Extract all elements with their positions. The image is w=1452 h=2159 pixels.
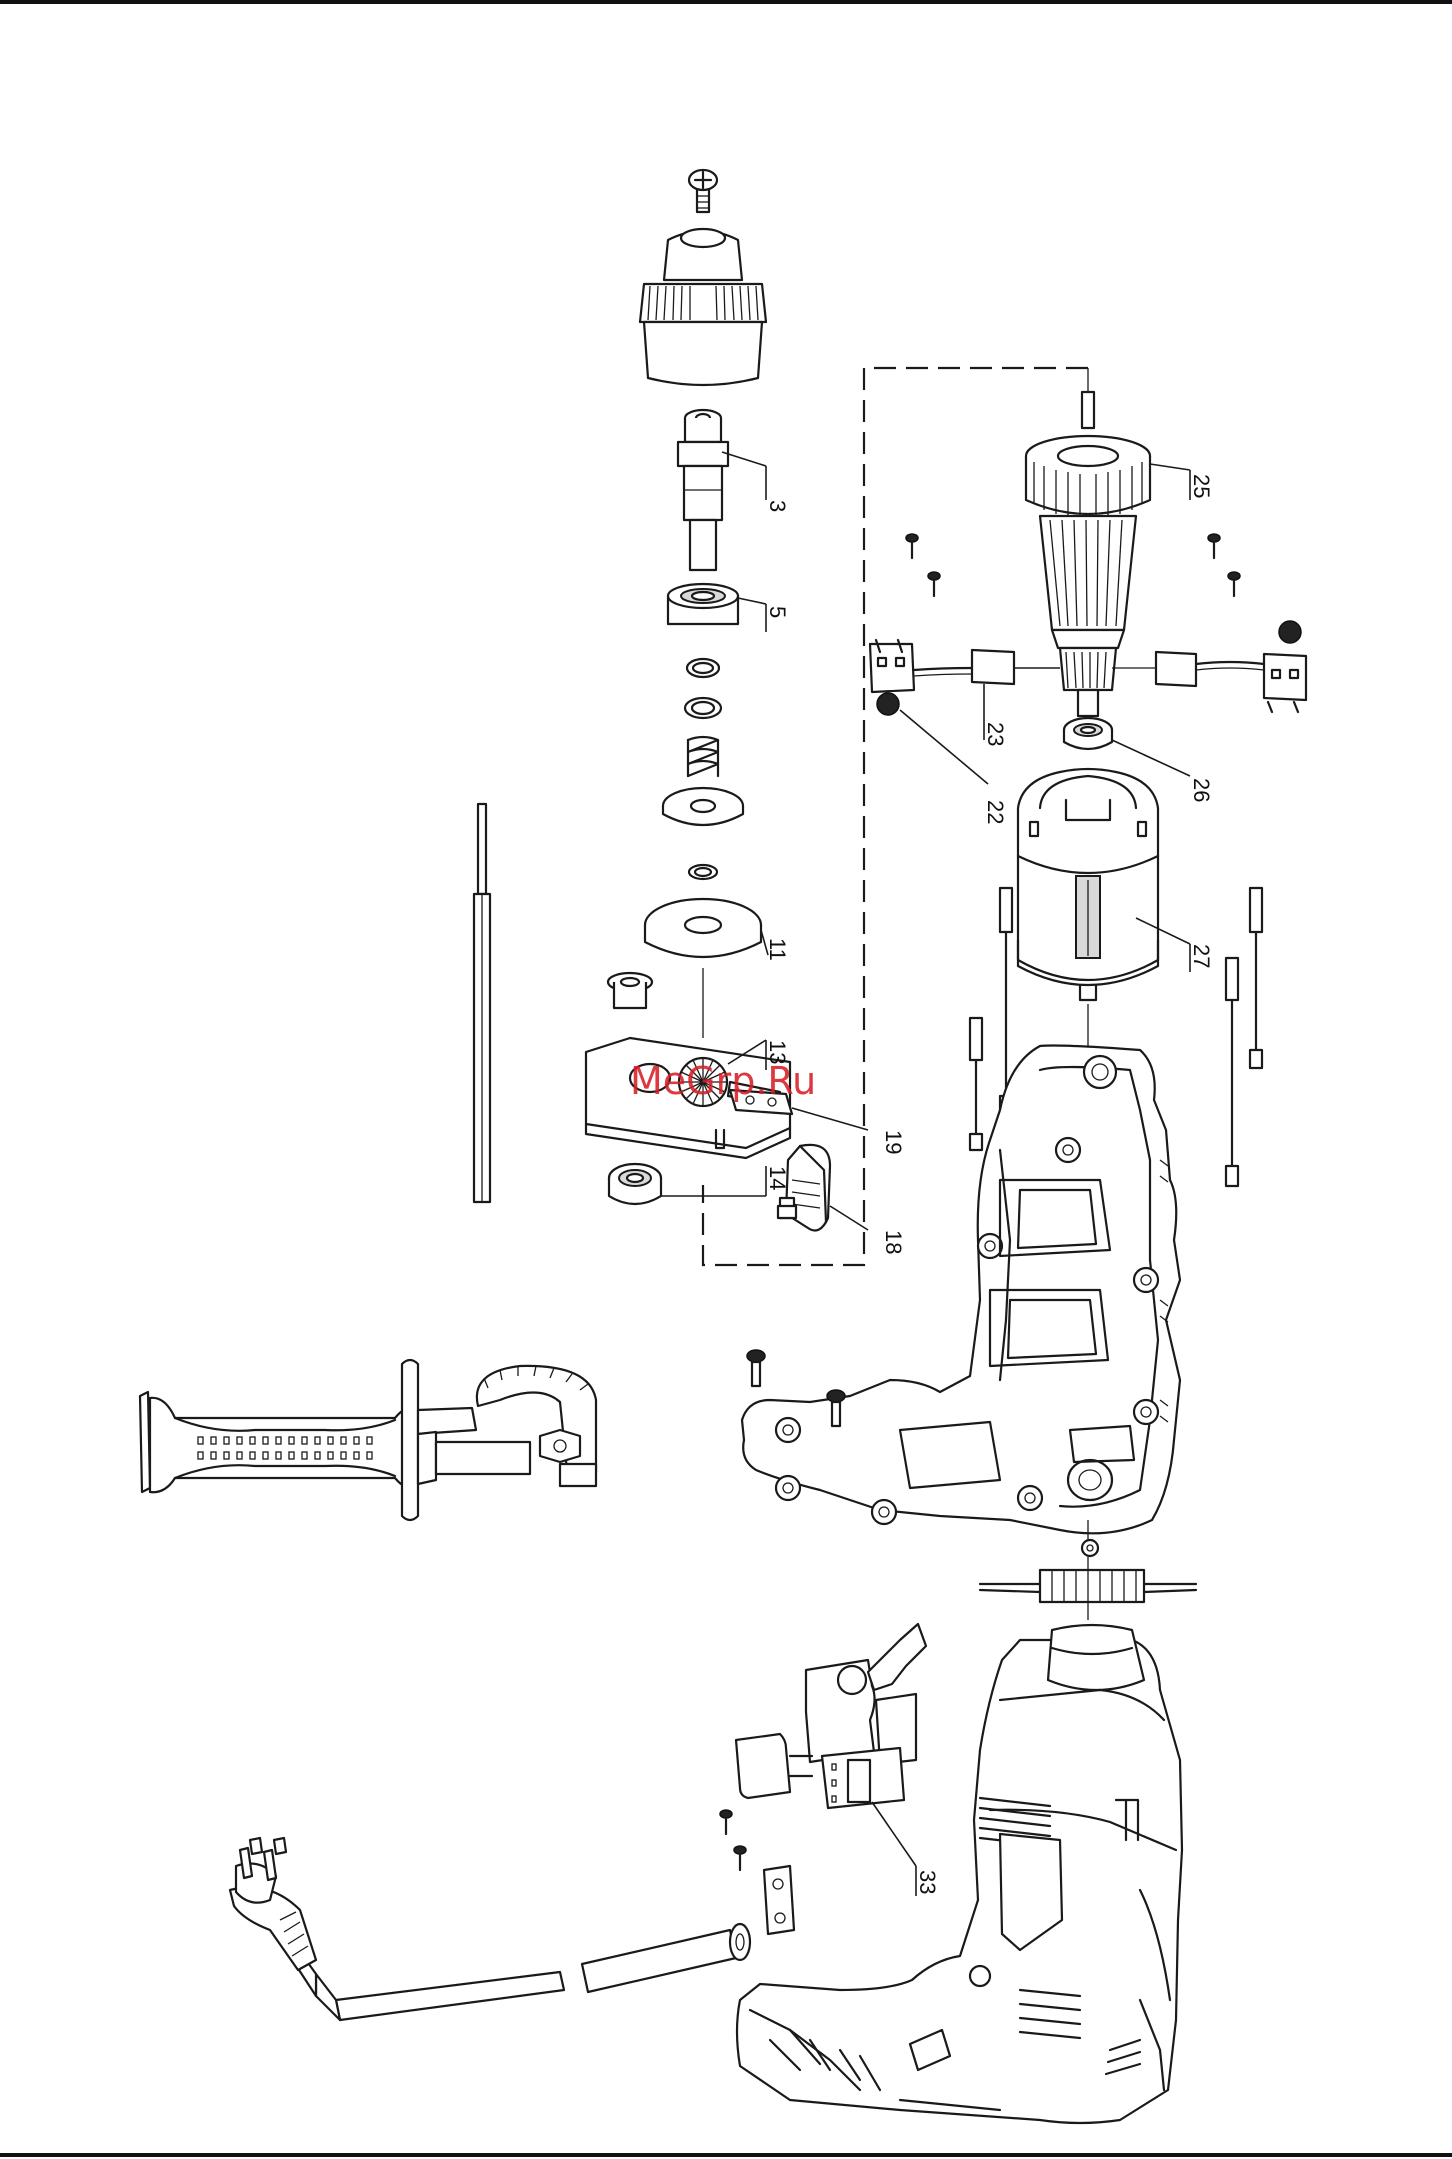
label-22: 22 bbox=[983, 800, 1008, 824]
carbon-brush-right bbox=[1156, 652, 1264, 686]
carbon-brush-left bbox=[914, 650, 1014, 684]
washer-ring bbox=[685, 698, 721, 718]
bearing-26 bbox=[1064, 718, 1112, 749]
label-5: 5 bbox=[765, 606, 790, 618]
label-26: 26 bbox=[1189, 778, 1214, 802]
housing-half bbox=[742, 1046, 1180, 1534]
bushing bbox=[608, 973, 652, 1008]
capacitor bbox=[736, 1734, 812, 1798]
spindle bbox=[678, 410, 728, 570]
watermark-text: MeGrp.Ru bbox=[630, 1059, 816, 1103]
label-25: 25 bbox=[1189, 474, 1214, 498]
auxiliary-handle bbox=[140, 1360, 596, 1520]
brush-holder-left bbox=[870, 640, 914, 715]
brush-holder-right bbox=[1264, 621, 1306, 712]
cable-clamp-screws bbox=[720, 1810, 746, 1870]
label-19: 19 bbox=[881, 1130, 906, 1154]
label-11: 11 bbox=[765, 938, 790, 961]
cable-clamp bbox=[764, 1866, 794, 1934]
rear-housing bbox=[737, 1625, 1182, 2123]
label-18: 18 bbox=[881, 1230, 906, 1254]
power-plug bbox=[230, 1838, 316, 1970]
choke-coil bbox=[980, 1570, 1196, 1602]
chuck-screw bbox=[689, 170, 717, 212]
stator-27 bbox=[1018, 769, 1158, 1000]
label-33: 33 bbox=[915, 1870, 940, 1894]
small-screw-18 bbox=[778, 1206, 796, 1218]
bearing-14 bbox=[609, 1164, 661, 1204]
thrust-washer bbox=[663, 788, 743, 825]
cable-sleeve bbox=[582, 1924, 750, 1992]
label-23: 23 bbox=[983, 722, 1008, 746]
ball-bearing-5 bbox=[668, 584, 738, 624]
label-3: 3 bbox=[765, 500, 790, 512]
label-27: 27 bbox=[1189, 944, 1214, 968]
power-cable bbox=[286, 1932, 564, 2020]
label-14: 14 bbox=[765, 1166, 790, 1190]
depth-rod bbox=[474, 804, 490, 1202]
drill-chuck bbox=[640, 229, 766, 385]
gear-11 bbox=[645, 899, 761, 957]
switch-33 bbox=[806, 1624, 926, 1808]
small-circlip bbox=[689, 865, 717, 879]
ring-washer bbox=[1082, 1540, 1098, 1556]
circlip bbox=[687, 659, 719, 677]
spring bbox=[688, 737, 718, 776]
